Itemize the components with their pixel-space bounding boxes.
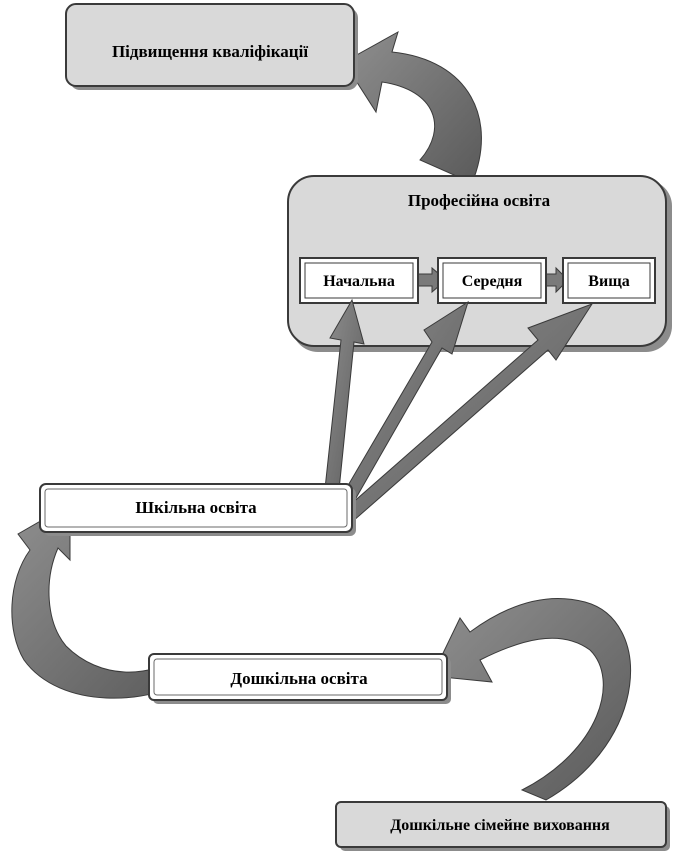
arrow-school-to-secondary — [335, 300, 469, 513]
level-secondary-box: Середня — [437, 257, 547, 304]
family-upbringing-label: Дошкільне сімейне виховання — [390, 817, 610, 834]
curved-arrow-to-qualification — [343, 30, 482, 184]
professional-education-label: Професійна освіта — [408, 191, 551, 210]
level-initial-box: Начальна — [299, 257, 419, 304]
arrow-school-to-higher — [341, 303, 594, 523]
level-higher-box: Вища — [562, 257, 656, 304]
preschool-education-label: Дошкільна освіта — [230, 669, 368, 688]
school-education-box: Шкільна освіта — [39, 483, 356, 536]
curved-arrow-to-school — [11, 503, 197, 699]
school-education-label: Шкільна освіта — [135, 498, 257, 517]
family-upbringing-box: Дошкільне сімейне виховання — [335, 801, 670, 851]
level-higher-label: Вища — [588, 273, 629, 290]
arrow-school-to-initial — [323, 298, 365, 501]
professional-education-box: Професійна освіта Начальна Середня Вища — [287, 175, 672, 352]
level-secondary-label: Середня — [462, 273, 523, 290]
level-initial-label: Начальна — [323, 273, 395, 290]
qualification-label: Підвищення кваліфікації — [112, 42, 308, 61]
curved-arrow-to-preschool — [431, 598, 632, 801]
qualification-box: Підвищення кваліфікації — [65, 3, 358, 90]
preschool-education-box: Дошкільна освіта — [148, 653, 451, 704]
